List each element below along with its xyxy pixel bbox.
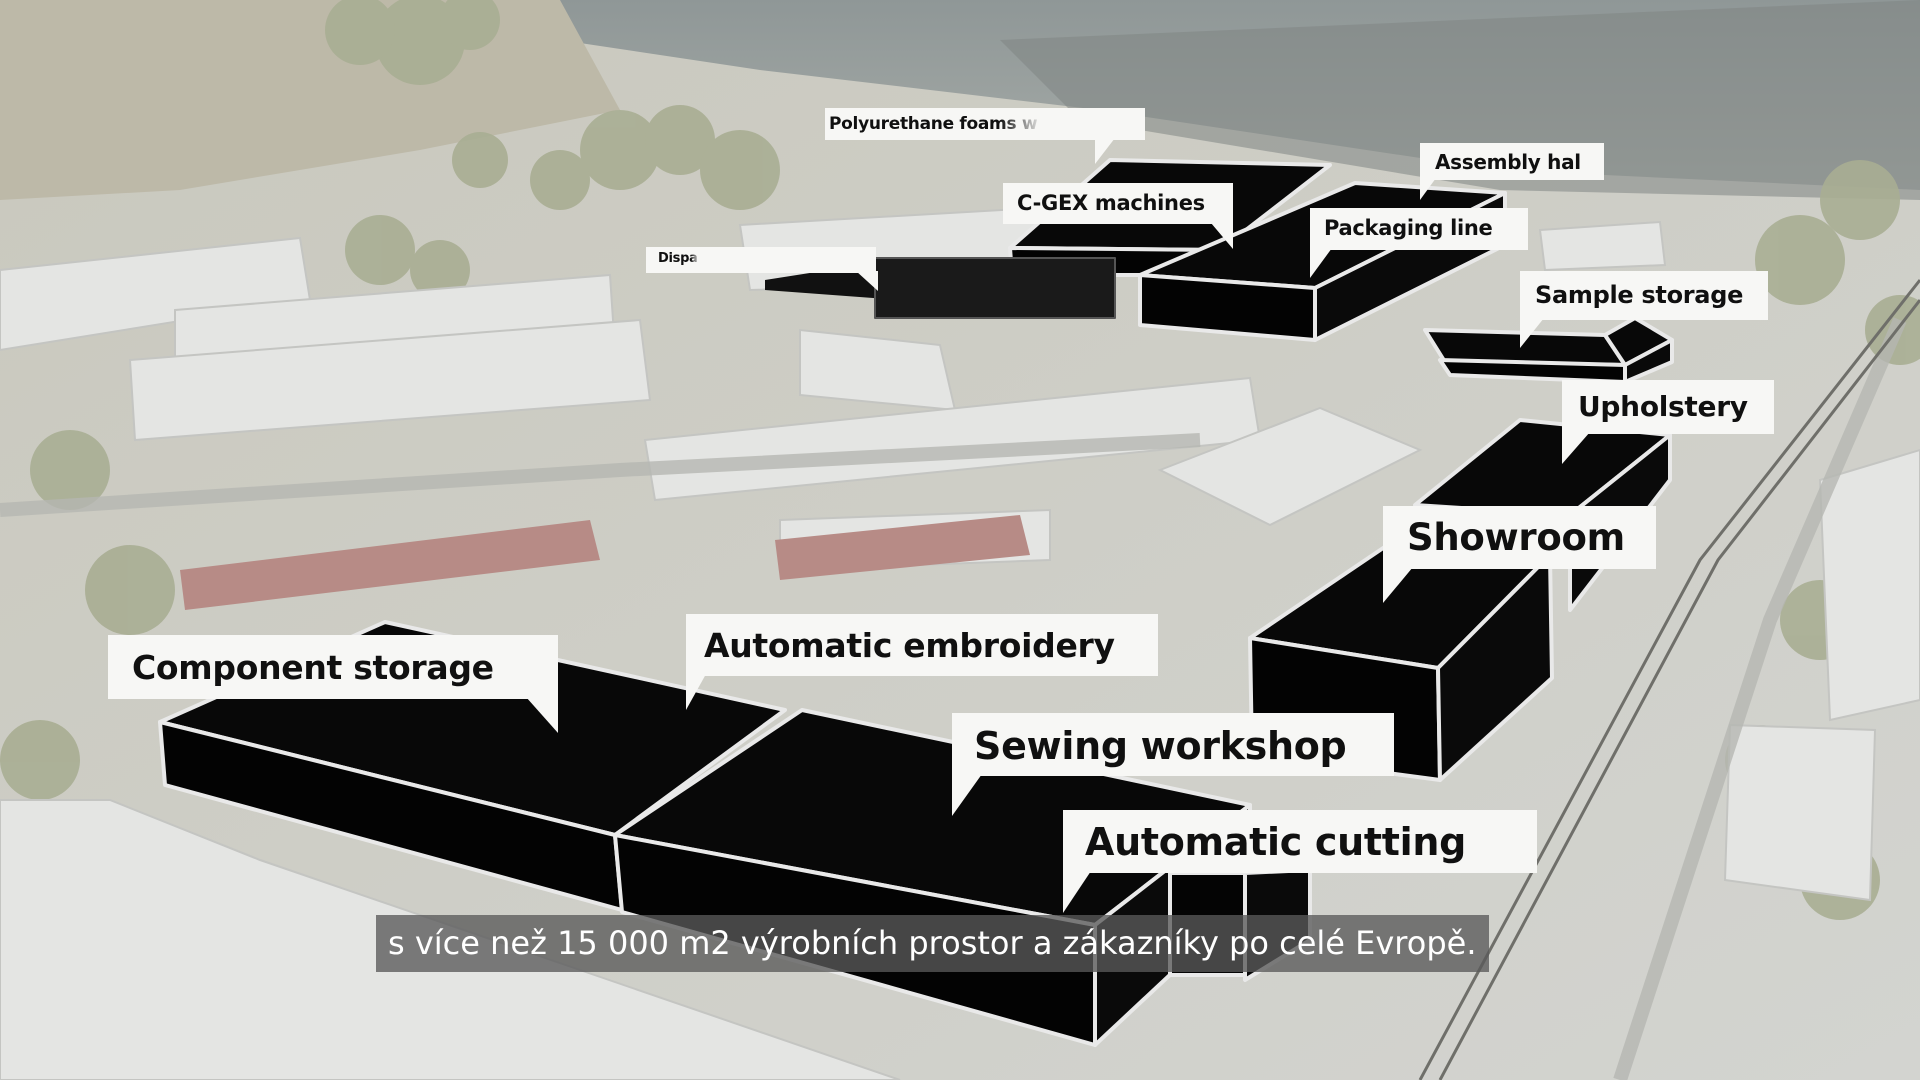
label-assembly-hall: Assembly hal [1420,143,1604,200]
label-automatic-cutting: Automatic cutting [1063,810,1537,913]
callout-tail [1420,178,1436,200]
callout-tail [686,674,706,710]
callout-tail [1562,432,1590,464]
left-field [0,0,620,200]
label-automatic-embroidery: Automatic embroidery [686,614,1158,710]
callout-tail [856,271,878,291]
label-packaging-line: Packaging line [1310,208,1528,278]
label-sewing-workshop: Sewing workshop [952,713,1394,816]
label-sewing-workshop-text: Sewing workshop [974,724,1347,768]
label-upholstery-text: Upholstery [1578,390,1748,423]
label-assembly-text: Assembly hal [1435,150,1581,174]
background-buildings [0,203,1920,1080]
label-packaging-text: Packaging line [1324,216,1493,240]
label-automatic-embroidery-text: Automatic embroidery [704,626,1115,665]
subtitle-caption: s více než 15 000 m2 výrobních prostor a… [376,915,1489,972]
label-dispatch-text: Dispa [658,251,698,266]
callout-tail [526,697,558,733]
callout-tail [1310,248,1332,278]
label-upholstery: Upholstery [1562,380,1774,464]
callout-tail [1520,318,1544,348]
label-c-gex-machines: C-GEX machines [1003,183,1233,249]
label-automatic-cutting-text: Automatic cutting [1085,820,1467,864]
callout-tail [1063,871,1091,913]
label-component-storage: Component storage [108,635,558,733]
roads [0,317,1907,1080]
callout-tail [1095,138,1115,164]
label-polyurethane-text: Polyurethane foams w [829,114,1038,134]
label-c-gex-text: C-GEX machines [1017,191,1205,215]
railway [1418,279,1920,1080]
callout-tail [952,774,982,816]
label-sample-storage-text: Sample storage [1535,281,1744,309]
label-polyurethane-foams: Polyurethane foams w [825,108,1145,164]
plowed-field [1000,0,1920,200]
label-dispatch: Dispa [646,247,878,291]
callout-tail [1211,223,1233,249]
label-sample-storage: Sample storage [1520,271,1768,348]
label-showroom: Showroom [1383,506,1656,603]
label-component-storage-text: Component storage [132,648,494,687]
label-showroom-text: Showroom [1407,516,1625,559]
red-roof-buildings [180,515,1030,610]
block-dispatch [765,257,1116,319]
callout-tail [1383,567,1413,603]
